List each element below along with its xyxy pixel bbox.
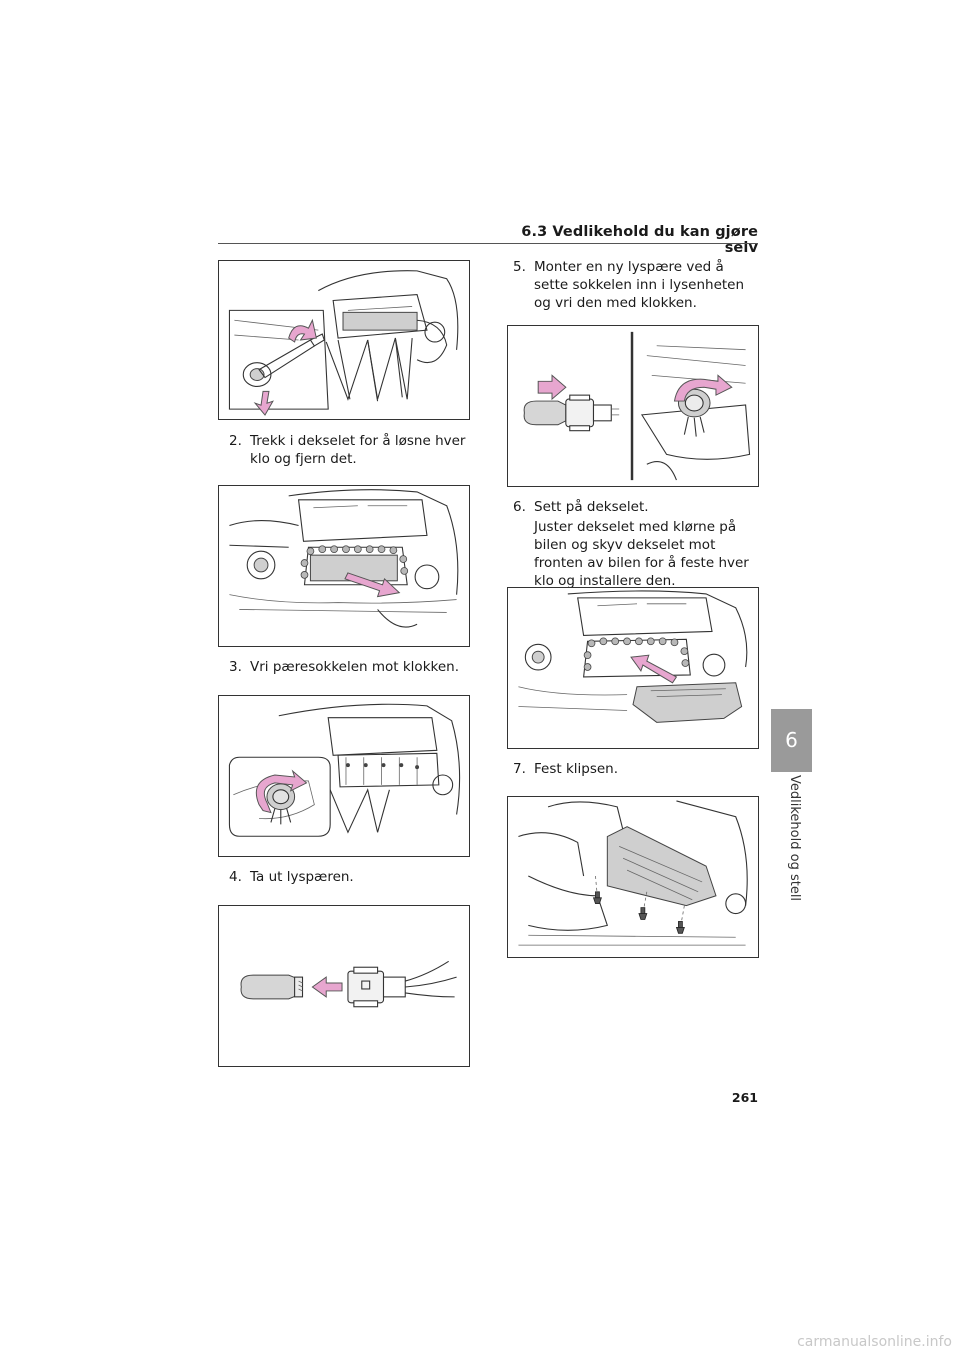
step-number: 2. xyxy=(229,433,242,449)
step-5: 5. Monter en ny lyspære ved å sette sokk… xyxy=(513,258,758,312)
header-divider xyxy=(218,243,758,244)
step-number: 5. xyxy=(513,259,526,275)
figure-turn-socket xyxy=(218,695,470,857)
watermark-text: carmanualsonline.info xyxy=(797,1334,952,1350)
figure-install-bulb xyxy=(507,325,759,487)
step-2: 2. Trekk i dekselet for å løsne hver klo… xyxy=(229,432,469,468)
figure-remove-bulb xyxy=(218,905,470,1067)
section-title: 6.3 Vedlikehold du kan gjøre selv xyxy=(521,224,758,256)
step-4: 4. Ta ut lyspæren. xyxy=(229,868,469,886)
figure-remove-cover-pry xyxy=(218,260,470,420)
figure-fasten-clips xyxy=(507,796,759,958)
step-text: Sett på dekselet. xyxy=(534,499,649,515)
figure-install-cover xyxy=(507,587,759,749)
step-detail: Juster dekselet med klørne på bilen og s… xyxy=(534,519,749,589)
figure-remove-cover-pull xyxy=(218,485,470,647)
chapter-title: Vedlikehold og stell xyxy=(787,775,802,902)
step-text: Trekk i dekselet for å løsne hver klo og… xyxy=(250,433,466,467)
step-number: 7. xyxy=(513,761,526,777)
step-text: Ta ut lyspæren. xyxy=(250,869,354,885)
step-number: 4. xyxy=(229,869,242,885)
step-text: Fest klipsen. xyxy=(534,761,619,777)
step-7: 7. Fest klipsen. xyxy=(513,760,758,778)
step-text: Vri pæresokkelen mot klokken. xyxy=(250,659,459,675)
page-number: 261 xyxy=(731,1090,758,1105)
chapter-tab: 6 xyxy=(771,709,812,772)
step-3: 3. Vri pæresokkelen mot klokken. xyxy=(229,658,469,676)
step-number: 6. xyxy=(513,499,526,515)
step-number: 3. xyxy=(229,659,242,675)
step-text: Monter en ny lyspære ved å sette sokkele… xyxy=(534,259,745,311)
step-6: 6. Sett på dekselet. Juster dekselet med… xyxy=(513,498,758,590)
